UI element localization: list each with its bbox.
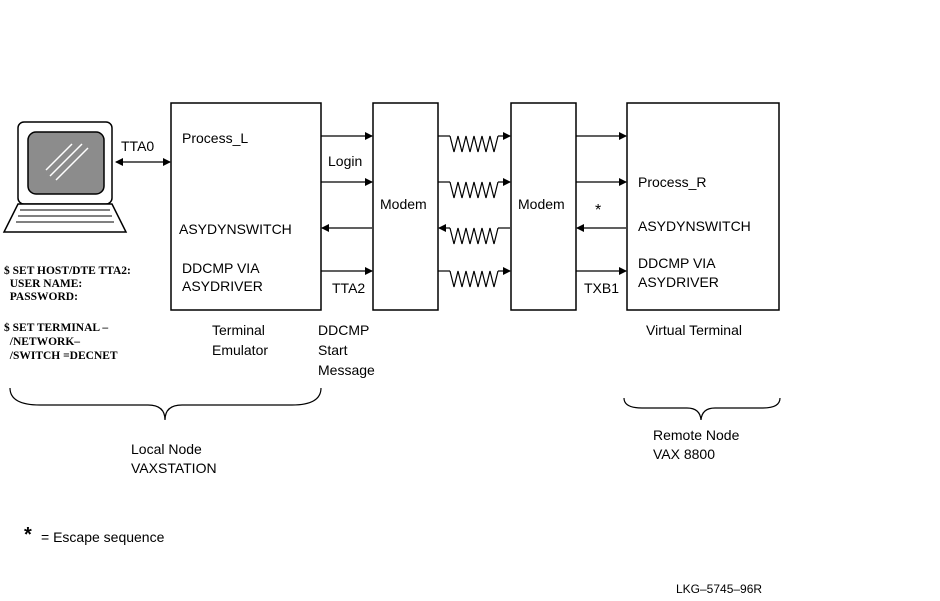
- remote-ddcmp-line2: ASYDRIVER: [638, 274, 719, 290]
- remote-process-label: Process_R: [638, 174, 706, 190]
- local-node-label-1: Local Node: [131, 441, 202, 457]
- terminal-caption-2: Emulator: [212, 342, 268, 358]
- legend-star: *: [24, 524, 32, 546]
- local-process-label: Process_L: [182, 130, 248, 146]
- local-node-brace: [9, 387, 322, 421]
- terminal-emulator-box: [170, 102, 322, 311]
- local-switch-label: ASYDYNSWITCH: [179, 221, 292, 237]
- ddcmp-start-caption-1: DDCMP: [318, 322, 369, 338]
- modem-left-label: Modem: [380, 196, 427, 212]
- virtual-terminal-box: [626, 102, 780, 311]
- command-line: /NETWORK–: [4, 336, 80, 348]
- remote-switch-label: ASYDYNSWITCH: [638, 218, 751, 234]
- remote-node-label-2: VAX 8800: [653, 446, 715, 462]
- command-line: USER NAME:: [4, 278, 82, 290]
- modem-link-4: [438, 267, 511, 288]
- modem-link-3: [438, 224, 510, 245]
- command-line: /SWITCH =DECNET: [4, 350, 118, 362]
- command-line: $ SET TERMINAL –: [4, 321, 108, 334]
- local-ddcmp-line2: ASYDRIVER: [182, 278, 263, 294]
- command-line: PASSWORD:: [4, 291, 78, 303]
- command-list: $ SET HOST/DTE TTA2: USER NAME: PASSWORD…: [4, 264, 131, 362]
- remote-ddcmp-line1: DDCMP VIA: [638, 255, 716, 271]
- tta2-label: TTA2: [332, 280, 365, 296]
- legend-text: = Escape sequence: [41, 529, 165, 545]
- escape-star-marker: *: [595, 202, 601, 219]
- computer-terminal-icon: [2, 121, 128, 233]
- figure-id: LKG–5745–96R: [676, 582, 762, 596]
- local-ddcmp-line1: DDCMP VIA: [182, 260, 260, 276]
- command-line: $ SET HOST/DTE TTA2:: [4, 264, 131, 277]
- modem-right-label: Modem: [518, 196, 565, 212]
- login-label: Login: [328, 153, 362, 169]
- modem-link-1: [438, 132, 511, 153]
- modem-link-2: [438, 178, 511, 199]
- local-node-label-2: VAXSTATION: [131, 460, 217, 476]
- terminal-caption-1: Terminal: [212, 322, 265, 338]
- modem-right-box: [510, 102, 577, 311]
- tta0-label: TTA0: [121, 138, 154, 154]
- remote-node-label-1: Remote Node: [653, 427, 740, 443]
- virtual-terminal-caption: Virtual Terminal: [646, 322, 742, 338]
- ddcmp-start-caption-2: Start: [318, 342, 348, 358]
- modem-left-box: [372, 102, 439, 311]
- ddcmp-start-caption-3: Message: [318, 362, 375, 378]
- remote-node-brace: [623, 397, 781, 421]
- txb1-label: TXB1: [584, 280, 619, 296]
